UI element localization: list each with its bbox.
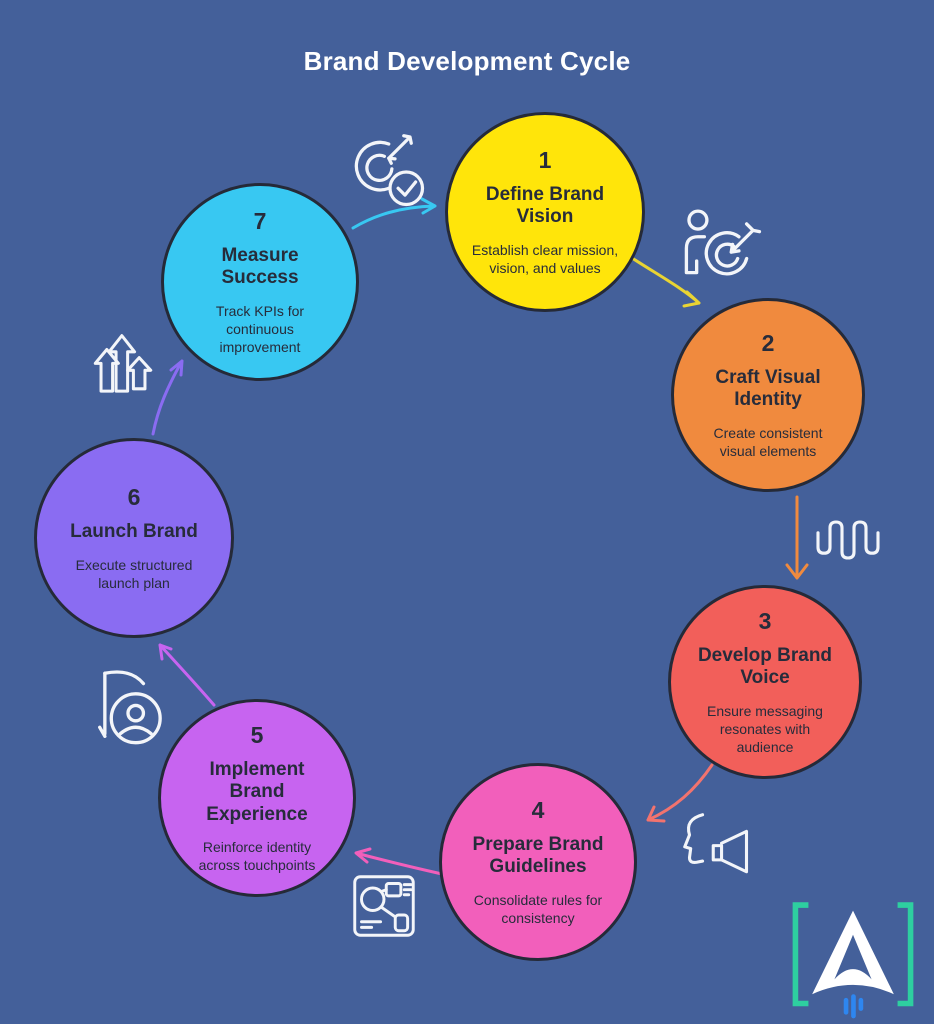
step-description: Track KPIs for continuous improvement	[215, 302, 305, 355]
step-description: Create consistent visual elements	[713, 424, 823, 459]
step-number: 6	[127, 484, 141, 511]
waveform-icon	[816, 520, 880, 560]
logo-letter-a	[812, 910, 894, 995]
step-title: Implement Brand Experience	[206, 758, 308, 825]
step-circle-6: 6 Launch Brand Execute structured launch…	[34, 438, 234, 638]
logo-brackets	[792, 902, 914, 1007]
page-title: Brand Development Cycle	[303, 46, 631, 76]
step-title: Define Brand Vision	[485, 183, 605, 228]
step-number: 3	[758, 607, 772, 634]
step-description: Reinforce identity across touchpoints	[198, 838, 316, 874]
step-circle-7: 7 Measure Success Track KPIs for continu…	[161, 183, 359, 381]
step-circle-3: 3 Develop Brand Voice Ensure messaging r…	[668, 585, 862, 779]
face-megaphone-icon	[683, 813, 749, 874]
step-description: Ensure messaging resonates with audience	[707, 702, 823, 755]
step-description: Execute structured launch plan	[75, 556, 193, 591]
step-circle-1: 1 Define Brand Vision Establish clear mi…	[445, 112, 645, 312]
step-number: 4	[531, 796, 545, 823]
person-badge-icon	[98, 670, 162, 745]
step-description: Consolidate rules for consistency	[473, 891, 603, 926]
guidelines-document-icon	[353, 875, 415, 937]
step-title: Launch Brand	[70, 521, 198, 543]
logo-thrust-bars	[843, 994, 864, 1019]
company-logo	[792, 902, 914, 1019]
arrow-2-to-3	[785, 495, 809, 580]
step-number: 5	[250, 721, 264, 748]
step-title: Measure Success	[221, 244, 299, 289]
step-number: 7	[253, 207, 267, 234]
step-description: Establish clear mission, vision, and val…	[471, 241, 619, 276]
arrow-5-to-6	[158, 643, 216, 707]
step-title: Craft Visual Identity	[715, 366, 821, 411]
step-number: 2	[761, 329, 775, 356]
step-circle-2: 2 Craft Visual Identity Create consisten…	[671, 298, 865, 492]
step-number: 1	[538, 146, 552, 173]
growth-arrows-icon	[93, 334, 153, 393]
step-circle-4: 4 Prepare Brand Guidelines Consolidate r…	[439, 763, 637, 961]
step-title: Prepare Brand Guidelines	[472, 833, 604, 878]
step-title: Develop Brand Voice	[697, 644, 833, 689]
target-arrow-check-icon	[354, 134, 425, 207]
person-target-icon	[684, 209, 762, 276]
step-circle-5: 5 Implement Brand Experience Reinforce i…	[158, 699, 356, 897]
